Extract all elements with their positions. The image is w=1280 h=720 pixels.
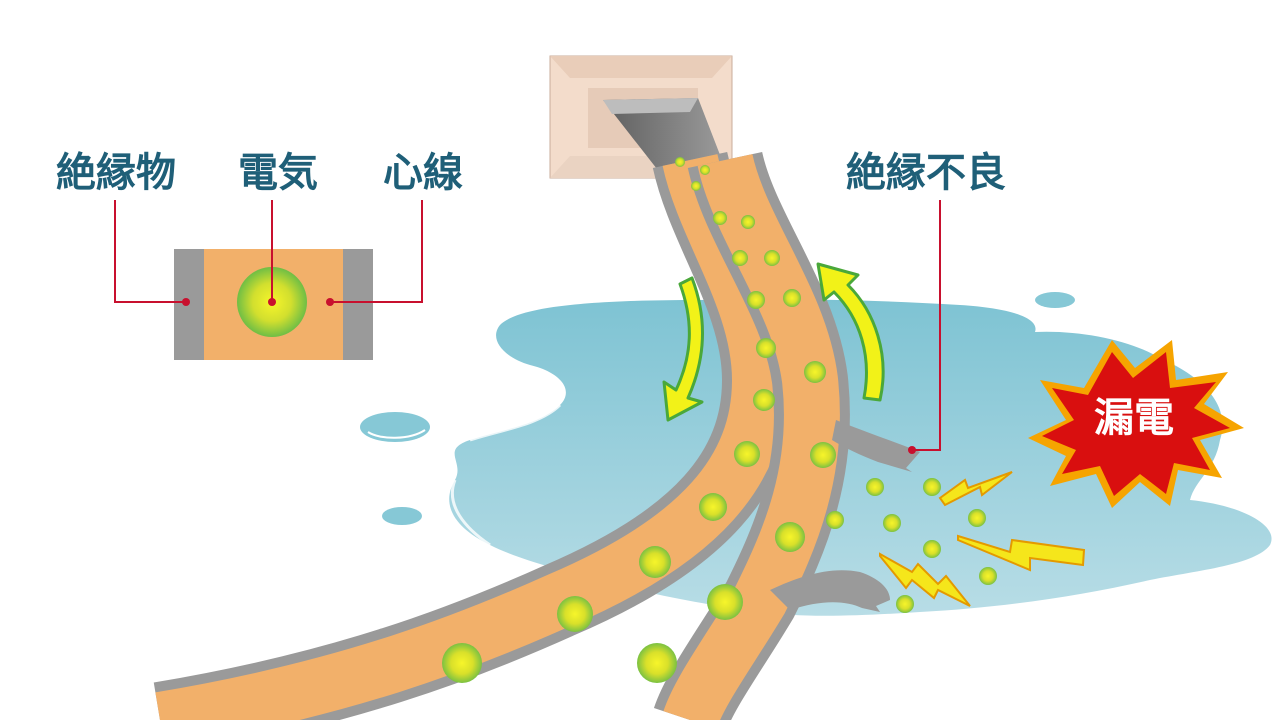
- electron: [866, 478, 884, 496]
- electron: [923, 540, 941, 558]
- electron: [756, 338, 776, 358]
- core-label: 心線: [383, 150, 463, 196]
- electron: [691, 181, 701, 191]
- electron: [883, 514, 901, 532]
- leader-dot: [908, 446, 916, 454]
- electron: [734, 441, 760, 467]
- electron: [775, 522, 805, 552]
- electron: [810, 442, 836, 468]
- insulation-failure-callout: 絶縁不良: [846, 150, 1006, 454]
- electron: [637, 643, 677, 683]
- leaked-electrons: [826, 478, 997, 613]
- leader-line: [912, 200, 941, 451]
- leakage-label: 漏電: [1094, 395, 1174, 441]
- electron: [713, 211, 727, 225]
- electron: [923, 478, 941, 496]
- electron: [747, 291, 765, 309]
- leakage-burst: 漏電: [1028, 340, 1244, 508]
- electron: [699, 493, 727, 521]
- electron: [753, 389, 775, 411]
- insulation-failure-label: 絶縁不良: [846, 150, 1006, 196]
- lightning-bolts: [879, 471, 1086, 607]
- leader-line-insulator: [114, 200, 186, 303]
- electron: [764, 250, 780, 266]
- lightning-icon: [938, 471, 1013, 507]
- lightning-icon: [957, 534, 1086, 572]
- damaged-insulation: [770, 420, 920, 612]
- electron: [826, 511, 844, 529]
- electron: [639, 546, 671, 578]
- lightning-icon: [879, 552, 971, 607]
- current-flow-arrows: [662, 262, 885, 422]
- cross-section-legend: 絶縁物 電気 心線: [56, 150, 463, 360]
- electron: [700, 165, 710, 175]
- electron: [783, 289, 801, 307]
- electron: [557, 596, 593, 632]
- down-arrow-icon: [662, 276, 704, 422]
- leader-line-core: [330, 200, 423, 303]
- electron: [741, 215, 755, 229]
- up-arrow-icon: [816, 262, 885, 402]
- electrons-in-cable: [442, 157, 836, 683]
- insulator-label: 絶縁物: [56, 150, 176, 196]
- electron: [979, 567, 997, 585]
- electron: [675, 157, 685, 167]
- electron: [442, 643, 482, 683]
- electron: [896, 595, 914, 613]
- electron: [732, 250, 748, 266]
- electron: [804, 361, 826, 383]
- electron: [707, 584, 743, 620]
- insulator-right: [343, 249, 373, 360]
- electron: [968, 509, 986, 527]
- electricity-label: 電気: [238, 150, 318, 196]
